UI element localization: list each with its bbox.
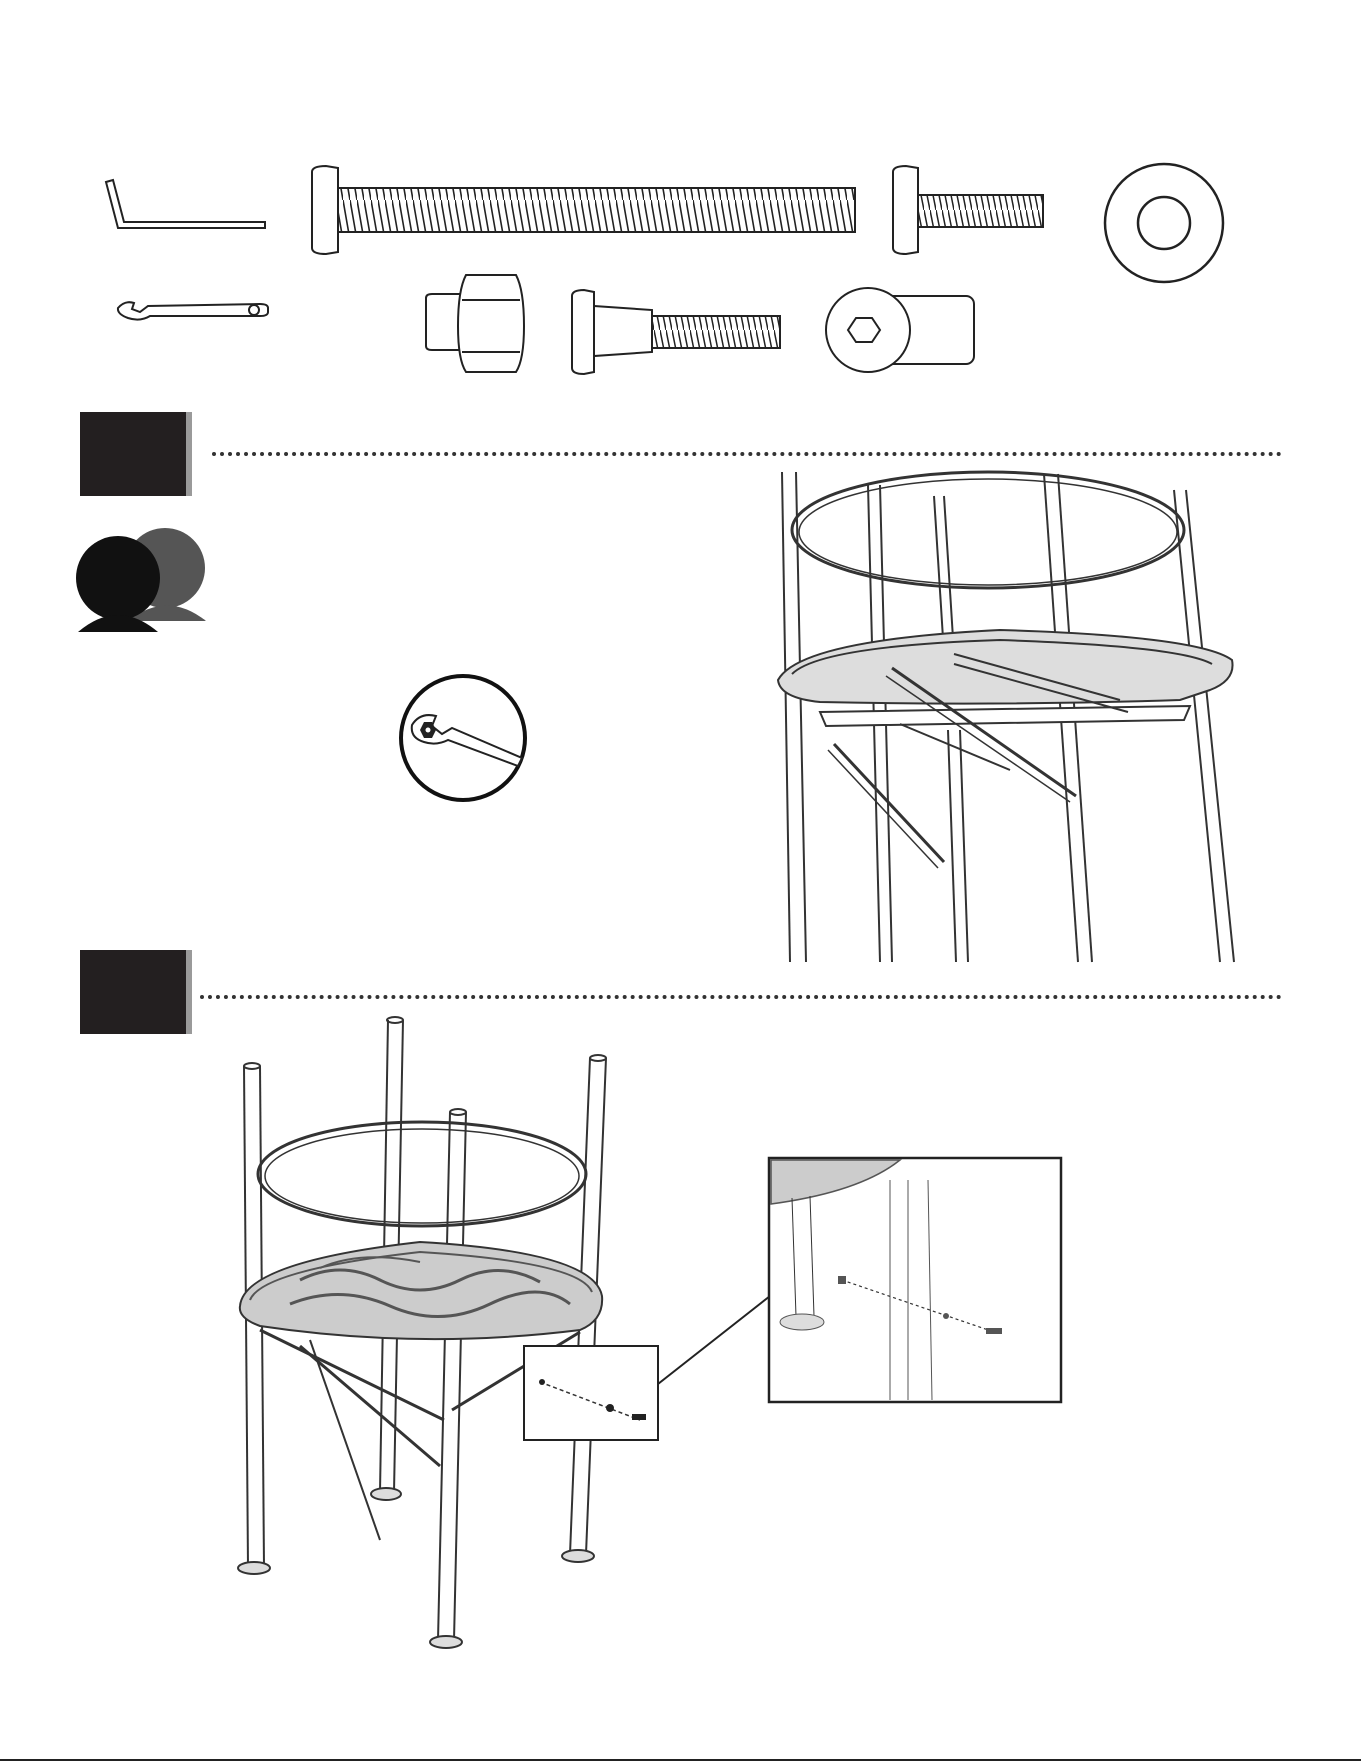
bolt-detail-callout	[769, 1158, 1061, 1402]
step-2-playset-illustration	[238, 1017, 606, 1648]
callout-leader-line	[658, 1296, 770, 1384]
bolt-detail-small	[524, 1346, 658, 1440]
